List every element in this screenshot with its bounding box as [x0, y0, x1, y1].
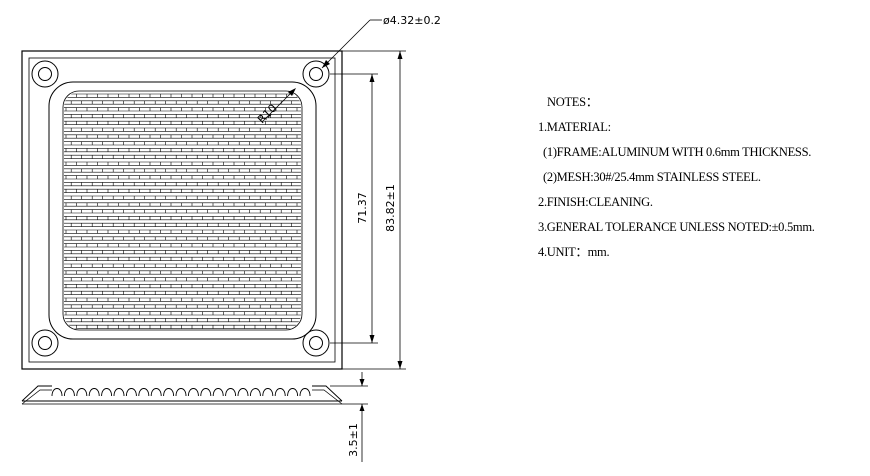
note-material: 1.MATERIAL:: [538, 120, 611, 134]
note-finish: 2.FINISH:CLEANING.: [538, 195, 653, 209]
note-tolerance: 3.GENERAL TOLERANCE UNLESS NOTED:±0.5mm.: [538, 220, 815, 234]
mesh-outer-outline: [48, 81, 317, 340]
note-mesh-material: (2)MESH:30#/25.4mm STAINLESS STEEL.: [543, 170, 761, 184]
thickness-dimension: [330, 372, 368, 462]
mounting-hole-top-right: [302, 60, 330, 88]
mounting-hole-top-left: [31, 60, 59, 88]
mesh-inner-outline: [62, 90, 303, 331]
mesh-pattern: [64, 93, 301, 329]
outer-size-label: 83.82±1: [384, 184, 397, 232]
inner-span-dimension: [330, 73, 378, 344]
notes-block: NOTES： 1.MATERIAL: (1)FRAME:ALUMINUM WIT…: [538, 94, 815, 269]
note-unit: 4.UNIT：mm.: [538, 245, 610, 259]
hole-diameter-leader: [321, 19, 382, 69]
frame-inner-outline: [28, 57, 336, 363]
inner-span-label: 71.37: [356, 192, 369, 224]
notes-title: NOTES：: [547, 95, 598, 109]
frame-outer-outline: [21, 50, 343, 370]
thickness-label: 3.5±1: [347, 423, 360, 457]
mesh-area: [48, 81, 317, 340]
corner-radius-leader: [261, 88, 296, 123]
mesh-profile-waves: [51, 388, 311, 397]
side-profile-view: [21, 385, 343, 405]
hole-diameter-label: ø4.32±0.2: [383, 14, 441, 27]
mounting-hole-bottom-right: [302, 329, 330, 357]
note-frame-material: (1)FRAME:ALUMINUM WITH 0.6mm THICKNESS.: [543, 145, 812, 159]
outer-size-dimension: [342, 50, 406, 370]
mounting-hole-bottom-left: [31, 329, 59, 357]
